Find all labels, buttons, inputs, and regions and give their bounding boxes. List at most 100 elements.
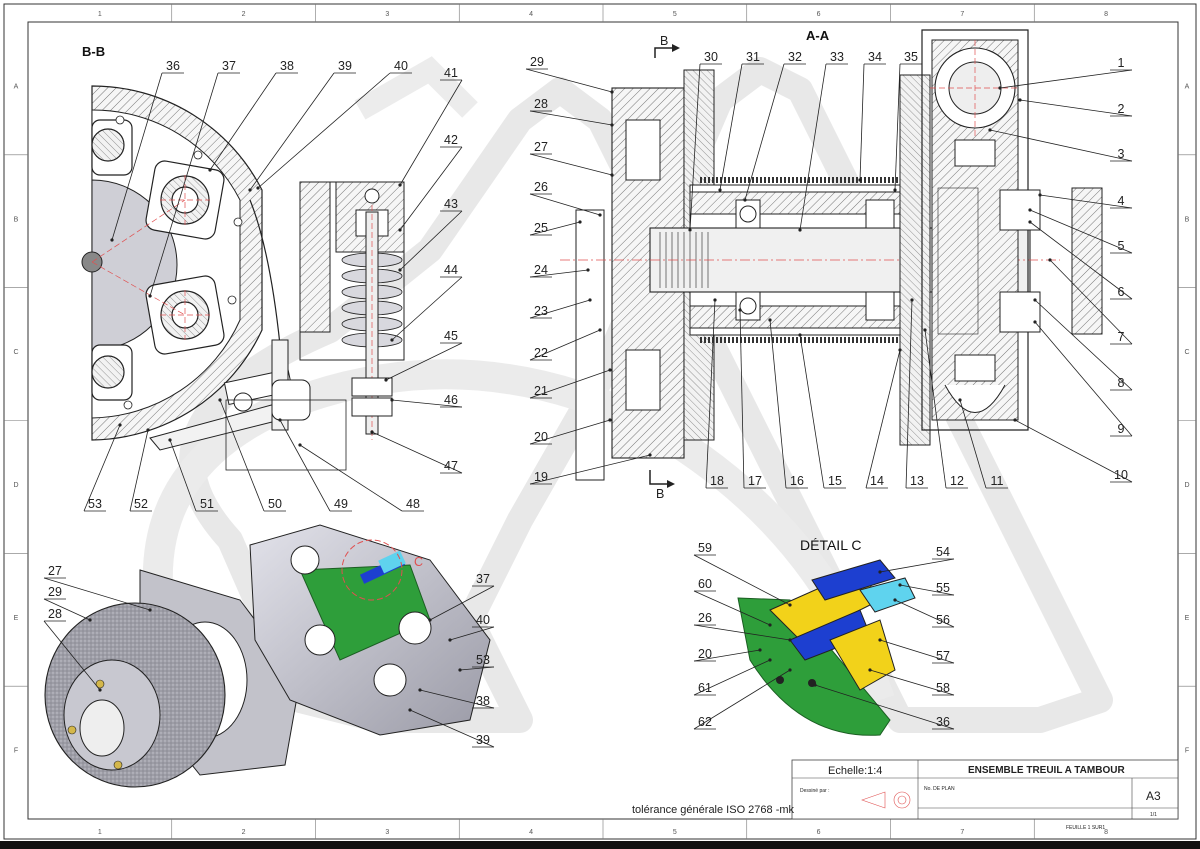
zone-column-1: 1 xyxy=(98,829,102,836)
balloon-label-48: 48 xyxy=(406,497,420,511)
balloon-26: 26 xyxy=(693,611,792,642)
zone-row-C: C xyxy=(1184,349,1189,356)
balloon-60: 60 xyxy=(693,577,772,627)
balloon-label-39: 39 xyxy=(338,59,352,73)
balloon-57: 57 xyxy=(878,638,955,664)
balloon-53: 53 xyxy=(458,653,495,672)
balloon-52: 52 xyxy=(129,428,152,512)
balloon-46: 46 xyxy=(390,393,463,408)
balloon-27: 27 xyxy=(529,140,614,177)
balloon-label-24: 24 xyxy=(534,263,548,277)
scale-text: Echelle:1:4 xyxy=(828,765,882,777)
zone-row-B: B xyxy=(1185,216,1190,223)
balloon-label-17: 17 xyxy=(748,474,762,488)
balloon-label-8: 8 xyxy=(1118,376,1125,390)
balloon-22: 22 xyxy=(529,328,602,361)
balloon-26: 26 xyxy=(529,180,602,217)
balloon-label-4: 4 xyxy=(1118,194,1125,208)
balloon-37: 37 xyxy=(148,59,240,298)
balloon-label-57: 57 xyxy=(936,649,950,663)
zone-column-7: 7 xyxy=(960,829,964,836)
zone-row-A: A xyxy=(14,83,19,90)
balloon-label-34: 34 xyxy=(868,50,882,64)
balloon-40: 40 xyxy=(448,613,495,642)
balloon-label-5: 5 xyxy=(1118,239,1125,253)
balloon-label-36: 36 xyxy=(936,715,950,729)
balloon-29: 29 xyxy=(525,55,614,94)
zone-column-4: 4 xyxy=(529,11,533,18)
balloon-47: 47 xyxy=(370,430,463,474)
detail-c-view: DÉTAIL C xyxy=(737,537,916,736)
zone-column-2: 2 xyxy=(242,829,246,836)
sheet-format: A3 xyxy=(1146,789,1161,803)
balloon-label-15: 15 xyxy=(828,474,842,488)
balloon-40: 40 xyxy=(256,59,412,190)
balloon-48: 48 xyxy=(298,443,424,512)
balloon-label-53: 53 xyxy=(476,653,490,667)
cut-line-markers: B B xyxy=(649,34,680,501)
balloon-label-10: 10 xyxy=(1114,468,1128,482)
balloon-label-9: 9 xyxy=(1118,422,1125,436)
balloon-21: 21 xyxy=(529,368,612,399)
balloon-label-58: 58 xyxy=(936,681,950,695)
balloon-16: 16 xyxy=(768,318,808,489)
balloon-label-20: 20 xyxy=(698,647,712,661)
zone-column-8: 8 xyxy=(1104,829,1108,836)
balloon-37: 37 xyxy=(428,572,495,622)
balloon-5: 5 xyxy=(1028,208,1133,254)
drawing-title: ENSEMBLE TREUIL A TAMBOUR xyxy=(968,765,1125,776)
balloon-label-40: 40 xyxy=(476,613,490,627)
zone-column-4: 4 xyxy=(529,829,533,836)
balloon-label-3: 3 xyxy=(1118,147,1125,161)
balloon-label-26: 26 xyxy=(698,611,712,625)
zone-column-1: 1 xyxy=(98,11,102,18)
balloon-label-45: 45 xyxy=(444,329,458,343)
section-bb-view: B-B xyxy=(81,44,405,471)
balloon-62: 62 xyxy=(693,668,792,730)
balloon-18: 18 xyxy=(705,298,728,489)
balloon-label-49: 49 xyxy=(334,497,348,511)
balloon-19: 19 xyxy=(529,453,652,485)
balloon-label-44: 44 xyxy=(444,263,458,277)
balloon-24: 24 xyxy=(529,263,590,278)
balloon-label-23: 23 xyxy=(534,304,548,318)
revision-text: 1/1 xyxy=(1150,812,1157,818)
zone-row-F: F xyxy=(14,748,18,755)
balloon-label-52: 52 xyxy=(134,497,148,511)
cut-mark-bottom: B xyxy=(656,487,664,501)
balloon-14: 14 xyxy=(865,348,902,489)
zone-row-F: F xyxy=(1185,748,1189,755)
balloon-45: 45 xyxy=(384,329,463,382)
balloon-label-29: 29 xyxy=(530,55,544,69)
balloon-label-27: 27 xyxy=(48,564,62,578)
balloon-30: 30 xyxy=(688,50,722,232)
balloon-39: 39 xyxy=(248,59,356,192)
balloon-42: 42 xyxy=(398,133,463,232)
detail-c-marker: C xyxy=(414,555,423,569)
balloon-41: 41 xyxy=(398,66,463,187)
balloon-56: 56 xyxy=(893,598,955,628)
balloon-4: 4 xyxy=(1038,193,1133,209)
balloon-27: 27 xyxy=(43,564,152,612)
balloon-33: 33 xyxy=(798,50,848,232)
balloon-label-46: 46 xyxy=(444,393,458,407)
balloon-label-19: 19 xyxy=(534,470,548,484)
zone-row-D: D xyxy=(13,482,18,489)
tolerance-note: tolérance générale ISO 2768 -mk xyxy=(632,804,795,816)
balloon-50: 50 xyxy=(218,398,286,512)
balloon-43: 43 xyxy=(398,197,463,272)
balloon-35: 35 xyxy=(893,50,922,192)
balloon-label-21: 21 xyxy=(534,384,548,398)
balloon-label-18: 18 xyxy=(710,474,724,488)
balloon-13: 13 xyxy=(905,298,928,489)
zone-column-6: 6 xyxy=(817,829,821,836)
plan-number-label: No. DE PLAN xyxy=(924,786,955,792)
zone-row-D: D xyxy=(1184,482,1189,489)
balloon-20: 20 xyxy=(529,418,612,445)
zone-column-3: 3 xyxy=(385,829,389,836)
balloon-12: 12 xyxy=(923,328,968,489)
balloon-label-61: 61 xyxy=(698,681,712,695)
balloon-29: 29 xyxy=(43,585,92,622)
balloon-label-56: 56 xyxy=(936,613,950,627)
